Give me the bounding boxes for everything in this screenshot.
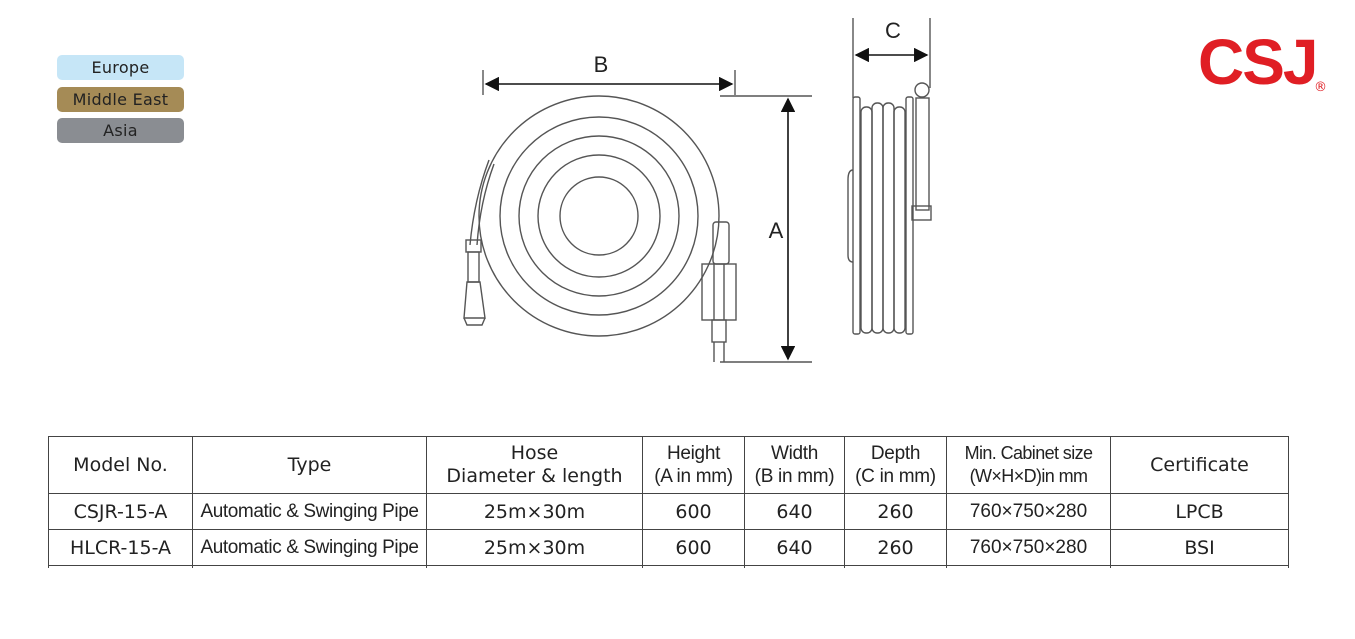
cell-depth: 260 [844, 493, 947, 530]
side-flange-left [852, 96, 861, 335]
cell-type: Automatic & Swinging Pipe [192, 493, 427, 530]
region-badge-asia: Asia [57, 118, 184, 143]
cell-model: HLCR-15-A [48, 529, 193, 566]
cell-cabinet: 760×750×280 [946, 529, 1111, 566]
side-hose-coil-1 [860, 106, 873, 334]
cell-height: 600 [642, 529, 745, 566]
nozzle-coupling [465, 239, 482, 253]
header-depth: Depth (C in mm) [844, 436, 947, 494]
valve-housing [701, 263, 737, 321]
dimension-c-label: C [885, 18, 901, 43]
reel-hub [559, 176, 639, 256]
cell-hose: 25m×30m [426, 529, 643, 566]
spec-table: Model No. Type Hose Diameter & length He… [48, 436, 1289, 568]
header-model: Model No. [48, 436, 193, 494]
header-width-line1: Width [770, 443, 819, 464]
header-cabinet-line2: (W×H×D)in mm [969, 466, 1088, 486]
side-hose-coil-2 [871, 102, 884, 334]
cell-width: 640 [744, 529, 845, 566]
header-hose-line1: Hose [510, 442, 559, 464]
table-tail-row [48, 565, 1289, 568]
reel-ring-3 [518, 135, 680, 297]
region-badge-middle-east: Middle East [57, 87, 184, 112]
reel-ring-2 [499, 116, 699, 316]
header-depth-line2: (C in mm) [855, 466, 936, 487]
side-flange-right [905, 96, 914, 335]
dimension-a-label: A [769, 218, 784, 243]
cell-certificate: BSI [1110, 529, 1289, 566]
header-depth-line1: Depth [870, 443, 921, 464]
header-hose: Hose Diameter & length [426, 436, 643, 494]
nozzle-tip [463, 281, 486, 319]
header-cabinet: Min. Cabinet size (W×H×D)in mm [946, 436, 1111, 494]
nozzle-body [467, 251, 480, 283]
region-badge-europe: Europe [57, 55, 184, 80]
header-height-line1: Height [666, 443, 721, 464]
cell-model: CSJR-15-A [48, 493, 193, 530]
header-height-line2: (A in mm) [654, 466, 733, 487]
table-row: HLCR-15-A Automatic & Swinging Pipe 25m×… [48, 529, 1289, 566]
header-certificate: Certificate [1110, 436, 1289, 494]
reel-ring-4 [537, 154, 661, 278]
cell-height: 600 [642, 493, 745, 530]
table-header-row: Model No. Type Hose Diameter & length He… [48, 436, 1289, 494]
header-type: Type [192, 436, 427, 494]
inlet-pipe [711, 319, 727, 343]
header-width: Width (B in mm) [744, 436, 845, 494]
table-row: CSJR-15-A Automatic & Swinging Pipe 25m×… [48, 493, 1289, 530]
cell-certificate: LPCB [1110, 493, 1289, 530]
cell-hose: 25m×30m [426, 493, 643, 530]
csj-logo: CSJ [1198, 26, 1318, 98]
reel-ring-outer [478, 95, 720, 337]
cell-width: 640 [744, 493, 845, 530]
header-hose-line2: Diameter & length [446, 465, 623, 487]
side-hose-coil-3 [882, 102, 895, 334]
header-width-line2: (B in mm) [754, 466, 835, 487]
side-hose-coil-4 [893, 106, 906, 334]
dimension-b-label: B [594, 52, 609, 77]
header-cabinet-line1: Min. Cabinet size [964, 443, 1093, 463]
cell-cabinet: 760×750×280 [946, 493, 1111, 530]
registered-mark: ® [1314, 80, 1327, 95]
side-pivot-top [914, 82, 930, 98]
cell-depth: 260 [844, 529, 947, 566]
header-height: Height (A in mm) [642, 436, 745, 494]
side-bracket [915, 97, 930, 211]
cell-type: Automatic & Swinging Pipe [192, 529, 427, 566]
